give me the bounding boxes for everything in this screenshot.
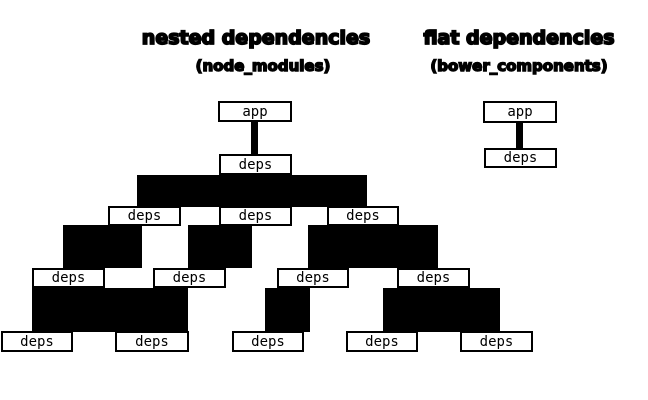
- nested-tree-fan-level1: [137, 175, 367, 207]
- tree-node-deps: deps: [115, 331, 189, 352]
- nested-tree-fan-level3-left: [32, 288, 188, 332]
- tree-node-deps: deps: [32, 268, 105, 288]
- nested-tree-fan-level3-right: [383, 288, 500, 332]
- tree-node-app: app: [218, 101, 292, 122]
- tree-node-deps: deps: [277, 268, 349, 288]
- tree-node-deps: deps: [219, 154, 292, 175]
- tree-node-deps: deps: [232, 331, 304, 352]
- tree-node-deps: deps: [153, 268, 226, 288]
- flat-tree-title: flat dependencies: [423, 26, 616, 50]
- tree-node-deps: deps: [484, 148, 557, 168]
- nested-tree-subtitle: (node_modules): [195, 56, 331, 75]
- nested-tree-title: nested dependencies: [141, 26, 371, 50]
- nested-tree-fan-level3-mid: [265, 288, 310, 332]
- tree-node-app: app: [483, 101, 557, 123]
- flat-tree-subtitle: (bower_components): [430, 56, 609, 75]
- tree-node-deps: deps: [346, 331, 418, 352]
- tree-node-deps: deps: [460, 331, 533, 352]
- tree-node-deps: deps: [327, 206, 399, 226]
- tree-node-deps: deps: [1, 331, 73, 352]
- flat-tree-app-to-deps-line: [516, 122, 523, 150]
- tree-node-deps: deps: [397, 268, 470, 288]
- tree-node-deps: deps: [219, 206, 292, 226]
- nested-tree-fan-level2-mid: [188, 225, 252, 268]
- nested-tree-fan-level2-right: [308, 225, 438, 268]
- nested-tree-fan-level2-left: [63, 225, 142, 268]
- nested-tree-app-to-deps-line: [251, 121, 258, 155]
- tree-node-deps: deps: [108, 206, 181, 226]
